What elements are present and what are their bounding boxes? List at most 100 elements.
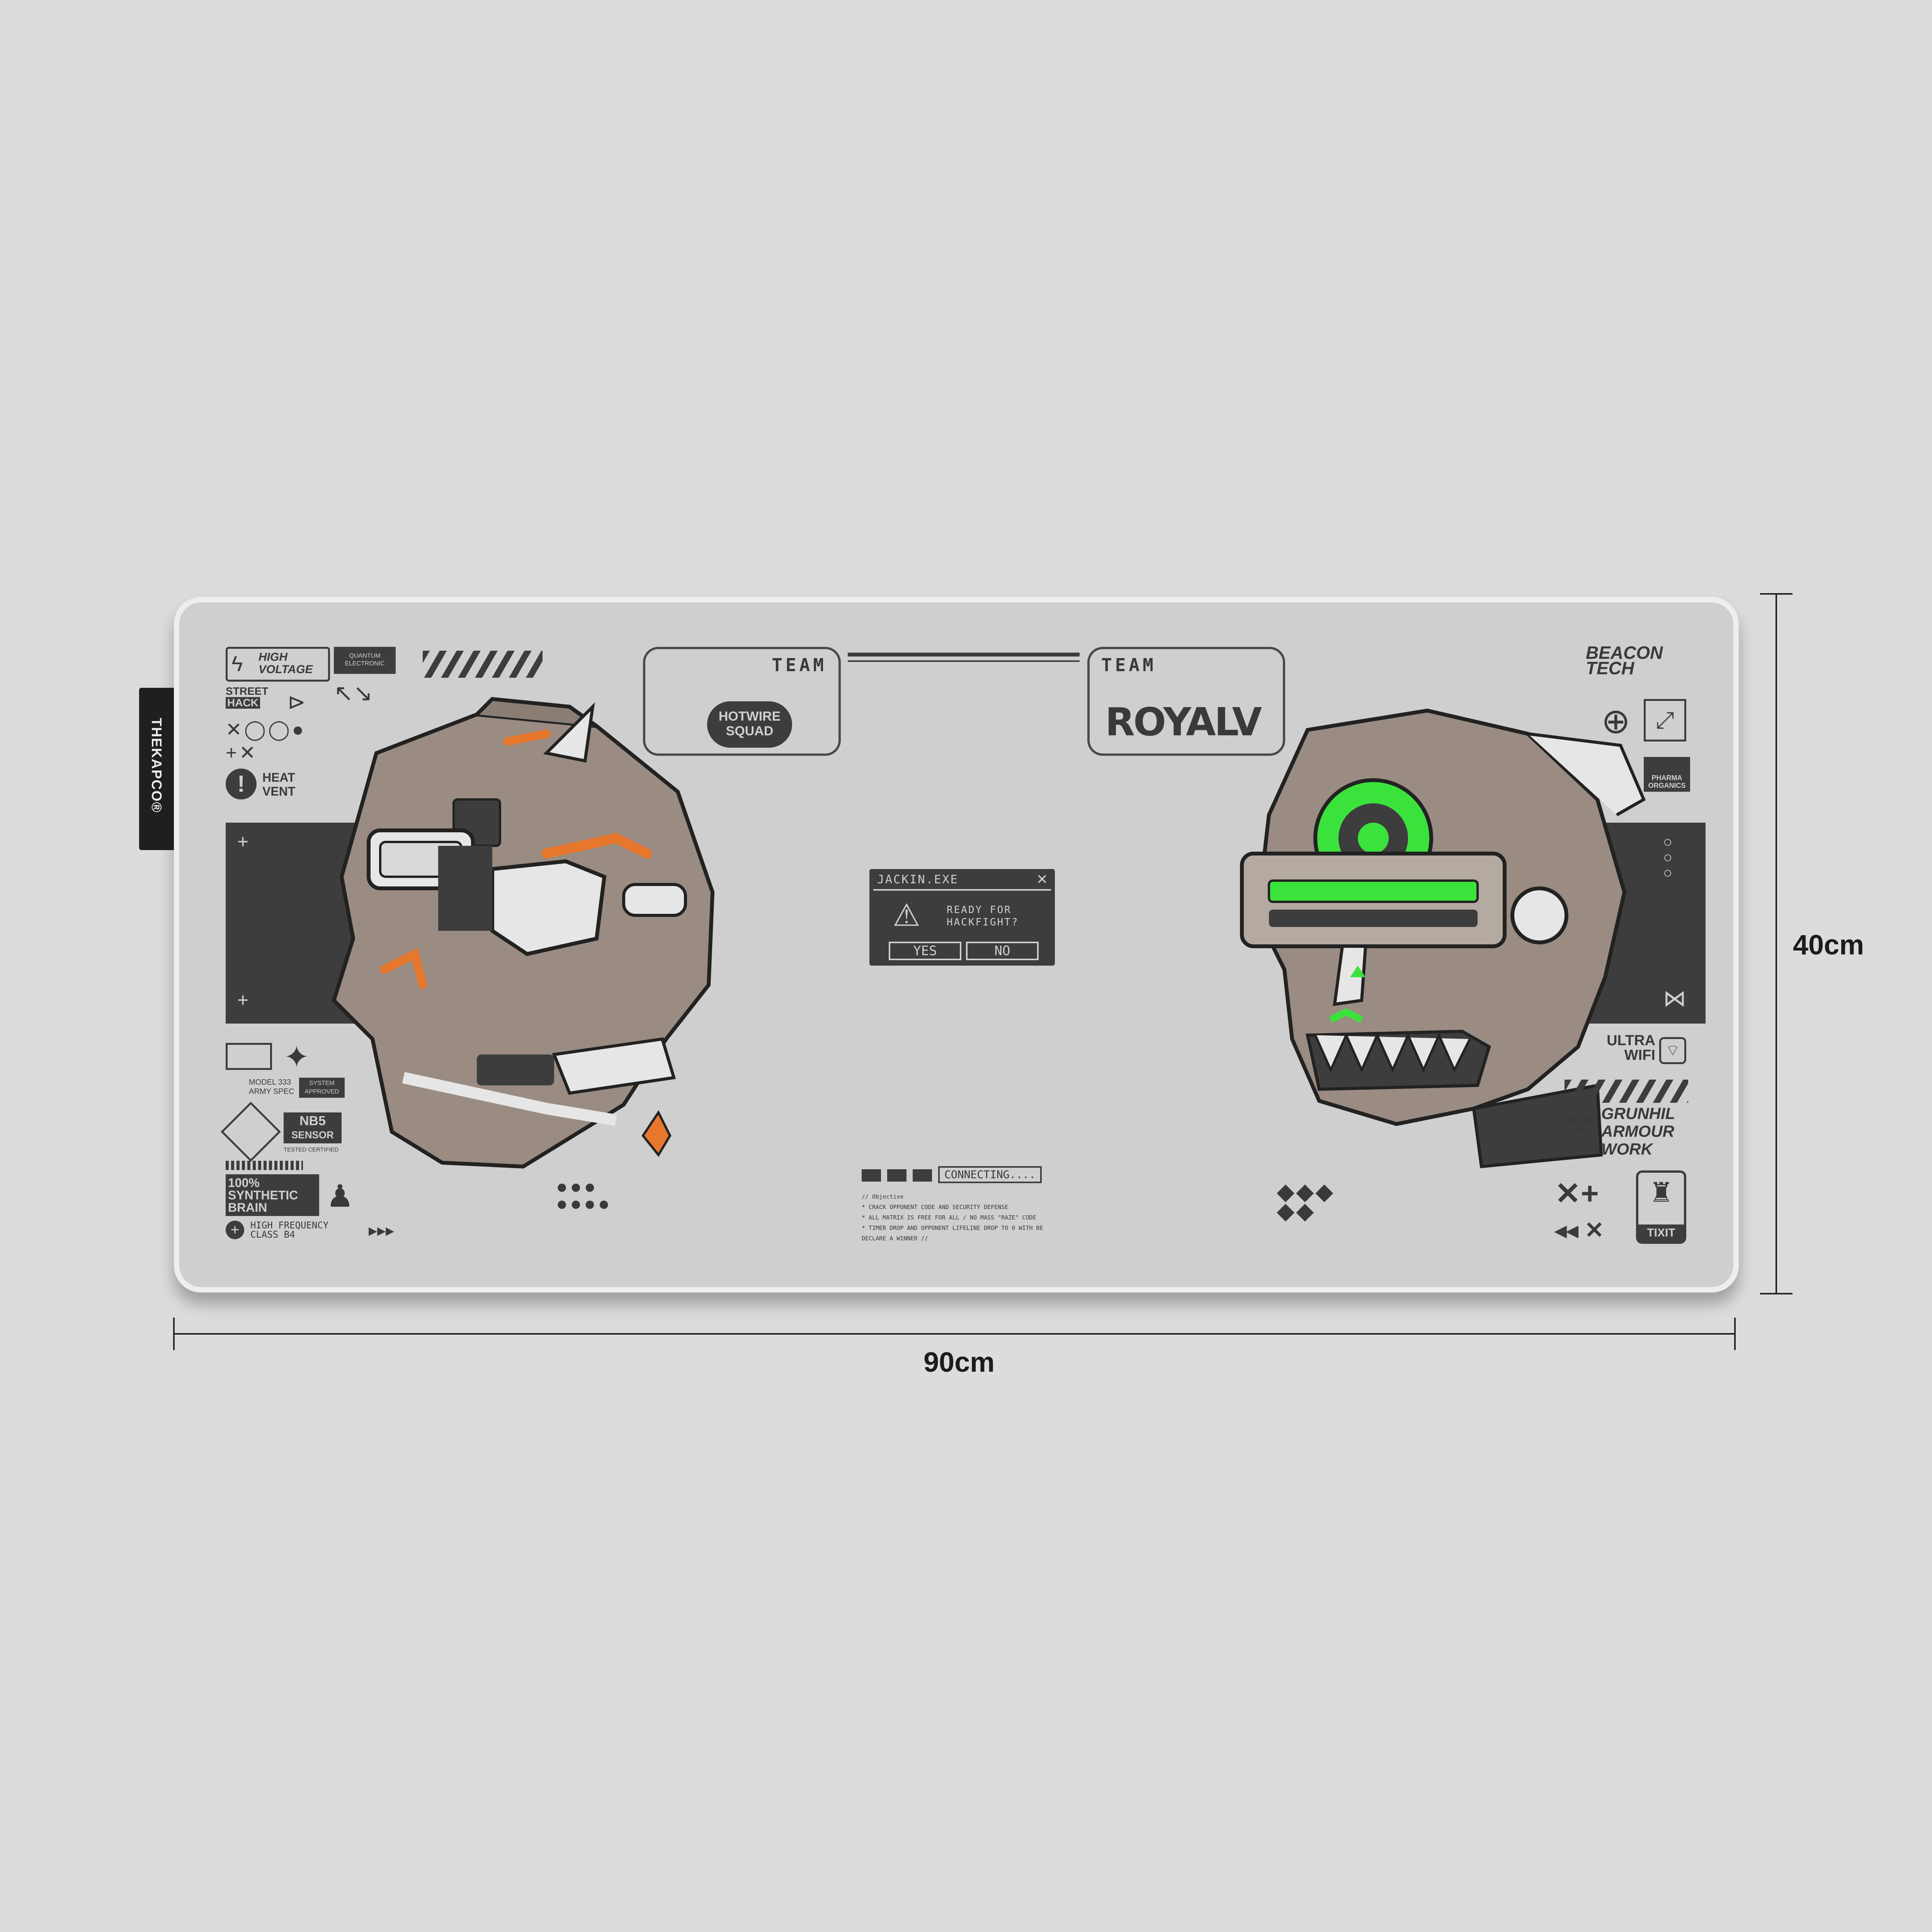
synthetic-line-2: SYNTHETIC [228,1188,298,1202]
pharma-line-2: ORGANICS [1648,782,1686,789]
no-button[interactable]: NO [966,942,1039,960]
dots-grid-right: ◆◆◆ ◆◆ [1277,1179,1335,1224]
yes-button[interactable]: YES [889,942,961,960]
width-dimension-cap-left [173,1318,175,1350]
brand-tag: THEKAPCO® [139,688,174,850]
high-voltage-line-2: VOLTAGE [259,663,313,676]
cross-lines-icon: ⋈ [1663,985,1686,1011]
high-voltage-badge: ϟ HIGH VOLTAGE [226,647,330,682]
objective-heading: // Objective [862,1193,904,1200]
team-right-logo: ROYALV [1105,699,1262,745]
objective-line-1: * CRACK OPPONENT CODE AND SECURITY DEFEN… [862,1204,1009,1211]
model-badge: MODEL 333 ARMY SPEC [226,1078,294,1096]
objective-line-4: DECLARE A WINNER // [862,1235,928,1242]
street-hack-badge: STREET HACK [226,685,268,709]
mousepad: TEAM HOTWIRE SQUAD TEAM ROYALV [174,597,1739,1293]
left-robot-head-illustration [332,697,715,1169]
sensor-line-2: SENSOR [291,1129,334,1141]
grunhil-line-2: ARMOUR [1601,1122,1674,1140]
high-voltage-text: HIGH VOLTAGE [259,651,313,676]
tested-text: TESTED CERTIFIED [284,1146,339,1153]
folder-icon [913,1169,932,1182]
grunhil-line-1: GRUNHIL [1601,1104,1675,1122]
top-divider-thin [848,660,1080,662]
wifi-line-1: ULTRA [1607,1032,1655,1049]
crosshair-target-icon: ⊕ [1601,702,1631,741]
brand-tag-text: THEKAPCO® [149,718,165,813]
wifi-icon: ⌔ [1659,1037,1686,1064]
dialog-message-line-2: HACKFIGHT? [947,917,1019,928]
height-dimension-cap-bottom [1760,1293,1793,1294]
beacon-tech-logo: BEACON TECH [1528,643,1663,678]
grunhil-line-3: WORK [1601,1140,1653,1158]
right-robot-head-illustration [1240,708,1646,1168]
quantum-line-1: QUANTUM [349,653,381,659]
sensor-badge: NB5 SENSOR [284,1112,342,1143]
street-hack-line-2: HACK [226,697,260,709]
team-left-box: TEAM HOTWIRE SQUAD [643,647,841,756]
symbols-row-right-2: ◂◂ ✕ [1555,1217,1604,1243]
height-dimension-cap-top [1760,593,1793,595]
dialog-message-line-1: READY FOR [947,904,1012,916]
ultra-wifi-badge: ULTRA WIFI [1586,1033,1655,1063]
exclamation-icon: ! [226,769,257,799]
arrows-icon: ↖↘ [334,680,373,706]
progress-bar [226,1161,303,1170]
width-dimension-line [174,1333,1735,1335]
pharma-badge: PHARMA ORGANICS [1644,757,1690,792]
high-freq-line-1: HIGH FREQUENCY [250,1220,329,1231]
fast-forward-icon: ▸▸▸ [369,1221,395,1240]
model-line-2: ARMY SPEC [249,1087,294,1096]
symbols-row-2: +✕ [226,742,258,764]
pharma-line-1: PHARMA [1651,774,1682,782]
height-dimension-line [1776,593,1777,1294]
circles-icon: ○○○ [1663,833,1673,881]
high-frequency-badge: HIGH FREQUENCY CLASS B4 [226,1221,328,1239]
width-label: 90cm [923,1347,995,1378]
objective-line-3: * TIMER DROP AND OPPONENT LIFELINE DROP … [862,1225,1043,1231]
folder-icon [887,1169,906,1182]
heat-vent-badge: HEAT VENT [262,770,295,798]
diagonal-stripes-right [1565,1080,1688,1103]
quantum-line-2: ELECTRONIC [345,660,385,667]
tixit-badge: ♜ TIXIT [1636,1170,1686,1244]
crosshair-icon: + [237,989,249,1011]
objective-text: // Objective * CRACK OPPONENT CODE AND S… [862,1192,1043,1244]
heat-vent-line-2: VENT [262,784,296,798]
sensor-line-1: NB5 [299,1114,326,1128]
dialog-title: JACKIN.EXE [877,873,959,886]
model-line-1: MODEL 333 [249,1078,291,1087]
objective-line-2: * ALL MATRIX IS FREE FOR ALL / NO MASS "… [862,1214,1036,1221]
symbols-row: ✕◯◯● [226,719,306,740]
grunhil-badge: GRUNHIL ARMOUR WORK [1601,1105,1675,1158]
eye-icon [221,1102,281,1162]
team-right-box: TEAM ROYALV [1087,647,1285,756]
team-left-title: TEAM [772,655,827,675]
tixit-label: TIXIT [1638,1225,1684,1242]
mousepad-surface: TEAM HOTWIRE SQUAD TEAM ROYALV [179,602,1733,1287]
crosshair-icon: + [237,831,249,852]
high-freq-line-2: CLASS B4 [250,1229,295,1240]
connecting-text: CONNECTING.... [938,1166,1042,1183]
beacon-line-2: TECH [1586,658,1634,678]
expand-icon: ⤢ [1644,699,1686,742]
pawn-icon: ♟ [326,1179,354,1213]
team-left-name-1: HOTWIRE [718,709,781,724]
synthetic-line-3: BRAIN [228,1201,267,1214]
warning-icon: ⚠ [893,898,920,932]
play-icon: ⊳ [287,690,306,714]
team-left-logo: HOTWIRE SQUAD [707,701,792,748]
symbols-row-right: ✕+ [1555,1176,1599,1211]
jackin-dialog: JACKIN.EXE ✕ ⚠ READY FOR HACKFIGHT? YES … [869,869,1055,966]
close-icon[interactable]: ✕ [1036,871,1048,887]
connecting-bar: CONNECTING.... [862,1165,1063,1184]
hammer-icon: ⚒ [1565,1109,1592,1144]
synthetic-brain-badge: 100% SYNTHETIC BRAIN [226,1174,319,1216]
dots-grid-left: ●●●●●●● [556,1176,612,1214]
dialog-divider [873,889,1051,891]
diagonal-stripes [423,651,543,678]
dialog-message: READY FOR HACKFIGHT? [947,904,1019,929]
system-badge: SYSTEM APPROVED [299,1078,345,1098]
street-hack-line-1: STREET [226,685,269,697]
beacon-line-1: BEACON [1586,643,1663,663]
